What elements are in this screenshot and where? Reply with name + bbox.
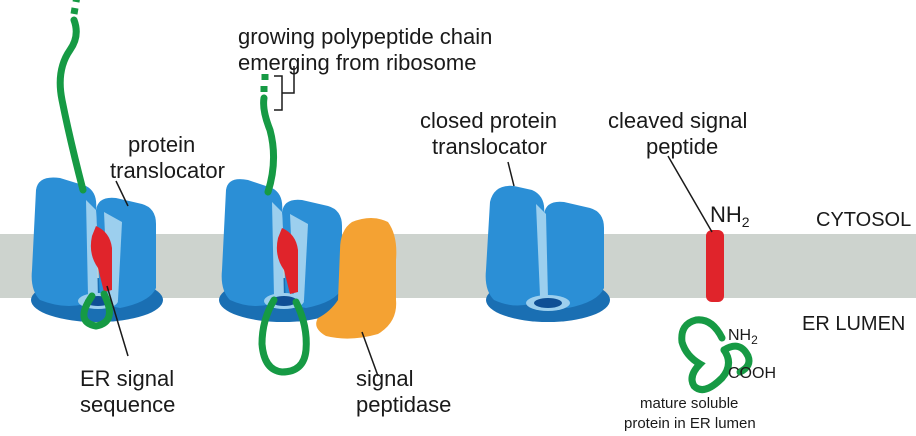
translocator-pointer (115, 180, 129, 207)
er-signal-pointer (106, 285, 129, 357)
signal-peptidase-label-2: peptidase (356, 392, 451, 417)
closed-translocator-label-2: translocator (432, 134, 547, 159)
nh2-main: NH (710, 202, 742, 227)
cleaved-signal-peptide (706, 230, 724, 302)
mature-nh2-main: NH (728, 327, 751, 344)
signal-peptidase-label-1: signal (356, 366, 413, 391)
growing-chain-label-2: emerging from ribosome (238, 50, 476, 75)
growing-chain-2 (260, 94, 277, 196)
closed-translocator-pointer (507, 161, 515, 187)
mature-nh2-label: NH2 (728, 327, 758, 347)
protein-translocator-label-1: protein (128, 132, 195, 157)
growing-chain-label-1: growing polypeptide chain (238, 24, 492, 49)
protein-translocator-label-2: translocator (110, 158, 225, 183)
chain-2-loop (258, 296, 310, 376)
mature-protein-label-2: protein in ER lumen (624, 415, 756, 432)
closed-translocator-label-1: closed protein (420, 108, 557, 133)
cooh-label: COOH (728, 365, 776, 382)
er-signal-label-2: sequence (80, 392, 175, 417)
chain-bracket (274, 66, 295, 111)
nh2-sub: 2 (742, 214, 750, 230)
translocator-closed (485, 185, 610, 322)
signal-sequence-2 (276, 228, 298, 294)
cleaved-signal-pointer (667, 155, 713, 233)
chain-1-loop (80, 290, 113, 330)
mature-protein (678, 316, 732, 394)
chain-2-dashes (260, 74, 269, 92)
chain-1-dashes (70, 0, 80, 15)
peptidase-pointer (361, 331, 379, 377)
signal-peptidase (316, 218, 397, 339)
signal-sequence-1 (90, 226, 112, 292)
er-lumen-label: ER LUMEN (802, 313, 905, 335)
growing-chain-1 (56, 16, 87, 194)
cleaved-signal-label-2: peptide (646, 134, 718, 159)
cytosol-label: CYTOSOL (816, 209, 911, 231)
mature-nh2-sub: 2 (751, 333, 758, 347)
nh2-label: NH2 (710, 202, 750, 230)
mature-protein-tail (720, 342, 753, 376)
er-signal-label-1: ER signal (80, 366, 174, 391)
mature-protein-label-1: mature soluble (640, 395, 738, 412)
cleaved-signal-label-1: cleaved signal (608, 108, 747, 133)
